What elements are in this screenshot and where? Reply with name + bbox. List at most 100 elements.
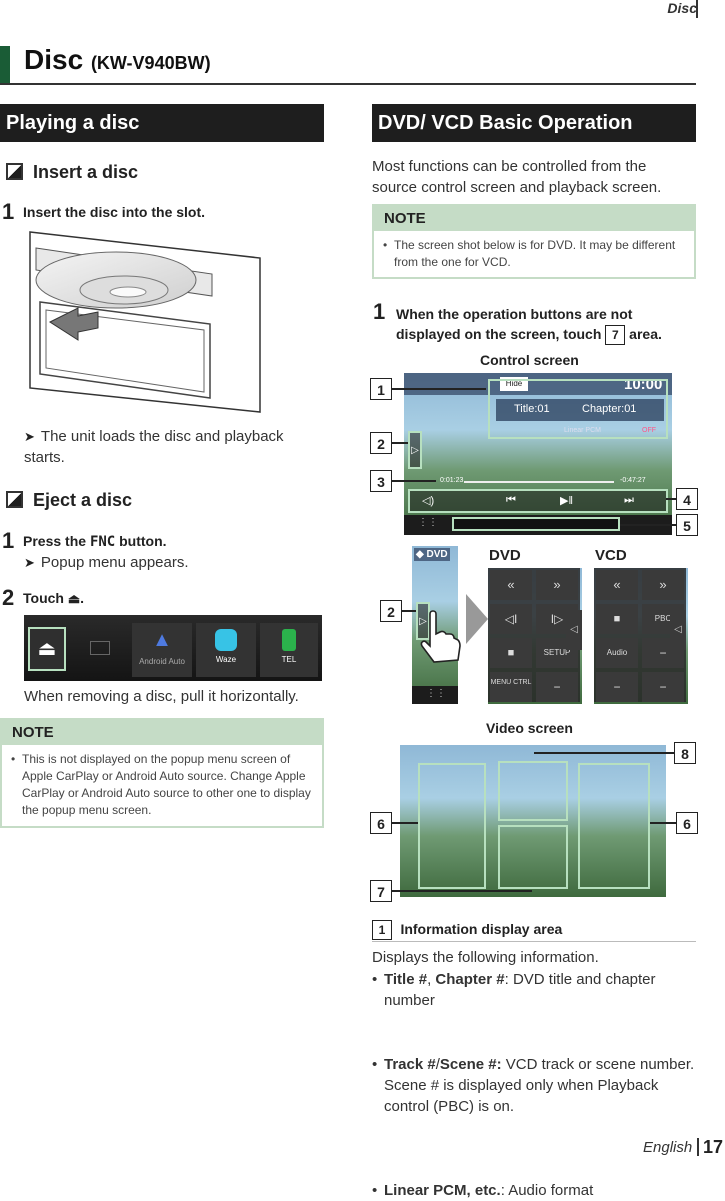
fast-forward-button[interactable]: » [642, 570, 684, 600]
callout-8-leader [534, 752, 674, 754]
info-number-box: 1 [372, 920, 392, 940]
popup-menu-screenshot: ⏏ ▲ Android Auto Waze TEL [24, 615, 322, 681]
subsection-insert: Insert a disc [6, 162, 138, 183]
subsection-square-icon [6, 163, 23, 180]
remaining-time: -0:47:27 [620, 477, 646, 484]
info-bullet-audio-format: Linear PCM, etc.: Audio format [372, 1180, 702, 1201]
video-screen [400, 745, 666, 897]
source-dvd-badge: ◆ DVD [414, 548, 450, 561]
callout-2: 2 [370, 432, 392, 454]
step-text: When the operation buttons are not displ… [396, 304, 696, 345]
previous-icon: ⏮ [506, 494, 516, 506]
waze-button[interactable]: Waze [196, 623, 256, 677]
audio-format-readout: Linear PCM [564, 427, 601, 434]
play-pause-icon: ▶‖ [560, 495, 574, 507]
callout-6-leader [392, 822, 418, 824]
dash-button[interactable]: − [596, 672, 638, 702]
operation-keys-bar: ◁) ⏮ ▶‖ ⏭ [408, 489, 668, 513]
page-number: 17 [703, 1137, 724, 1157]
seek-bar[interactable] [464, 481, 614, 483]
close-panel-button[interactable]: ◁ [670, 610, 686, 650]
volume-icon: ◁) [422, 495, 435, 507]
section-title-dvd: DVD/ VCD Basic Operation [372, 104, 696, 142]
open-panel-button[interactable]: ▷ [408, 431, 422, 469]
callout-5: 5 [676, 514, 698, 536]
section-title-playing: Playing a disc [0, 104, 324, 142]
vcd-panel-label: VCD [595, 547, 627, 564]
disc-slot-illustration [29, 231, 261, 413]
grid-icon [90, 641, 110, 655]
chapter-readout: Chapter:01 [582, 403, 637, 415]
info-bullet-title-chapter: Title #, Chapter #: DVD title and chapte… [372, 969, 702, 1011]
transition-arrow-icon [466, 594, 488, 644]
eject-step1-result: ➤Popup menu appears. [24, 554, 189, 571]
step-number: 1 [2, 528, 15, 553]
step-text: Touch ⏏. [23, 590, 85, 606]
note-text: The screen shot below is for DVD. It may… [374, 231, 694, 279]
audio-button[interactable]: Audio [596, 638, 638, 668]
touch-area-bottom[interactable] [498, 825, 568, 889]
footer-language: English [643, 1139, 693, 1156]
subsection-square-icon [6, 491, 23, 508]
rewind-button[interactable]: « [490, 570, 532, 600]
header-rule [696, 0, 698, 18]
note-heading: NOTE [2, 720, 322, 745]
control-screen: Hide 10:00 Title:01 Chapter:01 Linear PC… [404, 373, 672, 535]
menu-control-button[interactable]: MENU CTRL [490, 672, 532, 702]
close-panel-button[interactable]: ◁ [566, 610, 582, 650]
callout-4-leader [666, 498, 676, 500]
tel-button[interactable]: TEL [260, 623, 318, 677]
title-rule [0, 83, 696, 85]
page-title: Disc (KW-V940BW) [24, 44, 211, 75]
callout-6-right: 6 [676, 812, 698, 834]
pbc-off-readout: OFF [642, 427, 656, 434]
rewind-button[interactable]: « [596, 570, 638, 600]
function-area-frame [452, 517, 620, 531]
android-auto-icon: ▲ [152, 629, 172, 651]
info-description: Displays the following information. [372, 949, 599, 966]
info-area-heading: 1 Information display area [372, 920, 562, 940]
result-arrow-icon: ➤ [24, 429, 35, 444]
callout-8: 8 [674, 742, 696, 764]
step-number: 1 [373, 299, 386, 324]
dash-button[interactable]: − [642, 672, 684, 702]
touch-area-left[interactable] [418, 763, 486, 889]
info-panel [496, 399, 664, 421]
callout-1: 1 [370, 378, 392, 400]
callout-3: 3 [370, 470, 392, 492]
touch-area-top[interactable] [498, 761, 568, 821]
step-text: Insert the disc into the slot. [23, 204, 206, 220]
dash-button[interactable]: − [536, 672, 578, 702]
fnc-key-label: FNC [89, 534, 116, 550]
insert-result: ➤The unit loads the disc and playback st… [24, 428, 284, 466]
grid-icon: ⋮⋮ [426, 688, 446, 699]
note-box-right: NOTE The screen shot below is for DVD. I… [372, 204, 696, 279]
callout-1-leader [392, 388, 486, 390]
callout-4: 4 [676, 488, 698, 510]
title-readout: Title:01 [514, 403, 550, 415]
android-auto-button[interactable]: ▲ Android Auto [132, 623, 192, 677]
slow-reverse-button[interactable]: ◁Ι [490, 604, 532, 634]
subsection-eject: Eject a disc [6, 490, 132, 511]
eject-button[interactable]: ⏏ [28, 627, 66, 671]
status-bar [404, 373, 672, 395]
note-text: This is not displayed on the popup menu … [2, 745, 322, 827]
dvd-panel-label: DVD [489, 547, 521, 564]
stop-button[interactable]: ■ [490, 638, 532, 668]
elapsed-time: 0:01:23 [440, 477, 464, 484]
open-panel-button[interactable]: ▷ [416, 602, 430, 640]
stop-button[interactable]: ■ [596, 604, 638, 634]
waze-icon [215, 629, 237, 651]
callout-6-left: 6 [370, 812, 392, 834]
note-box-left: NOTE This is not displayed on the popup … [0, 718, 324, 828]
touch-area-right[interactable] [578, 763, 650, 889]
callout-2: 2 [380, 600, 402, 622]
callout-2-leader [392, 442, 408, 444]
step-text: Press the FNC button. [23, 533, 167, 550]
eject-icon: ⏏ [37, 638, 57, 660]
fast-forward-button[interactable]: » [536, 570, 578, 600]
callout-7: 7 [370, 880, 392, 902]
grid-icon: ⋮⋮ [418, 517, 438, 528]
info-heading-rule [372, 941, 696, 942]
callout-3-leader [392, 480, 436, 482]
